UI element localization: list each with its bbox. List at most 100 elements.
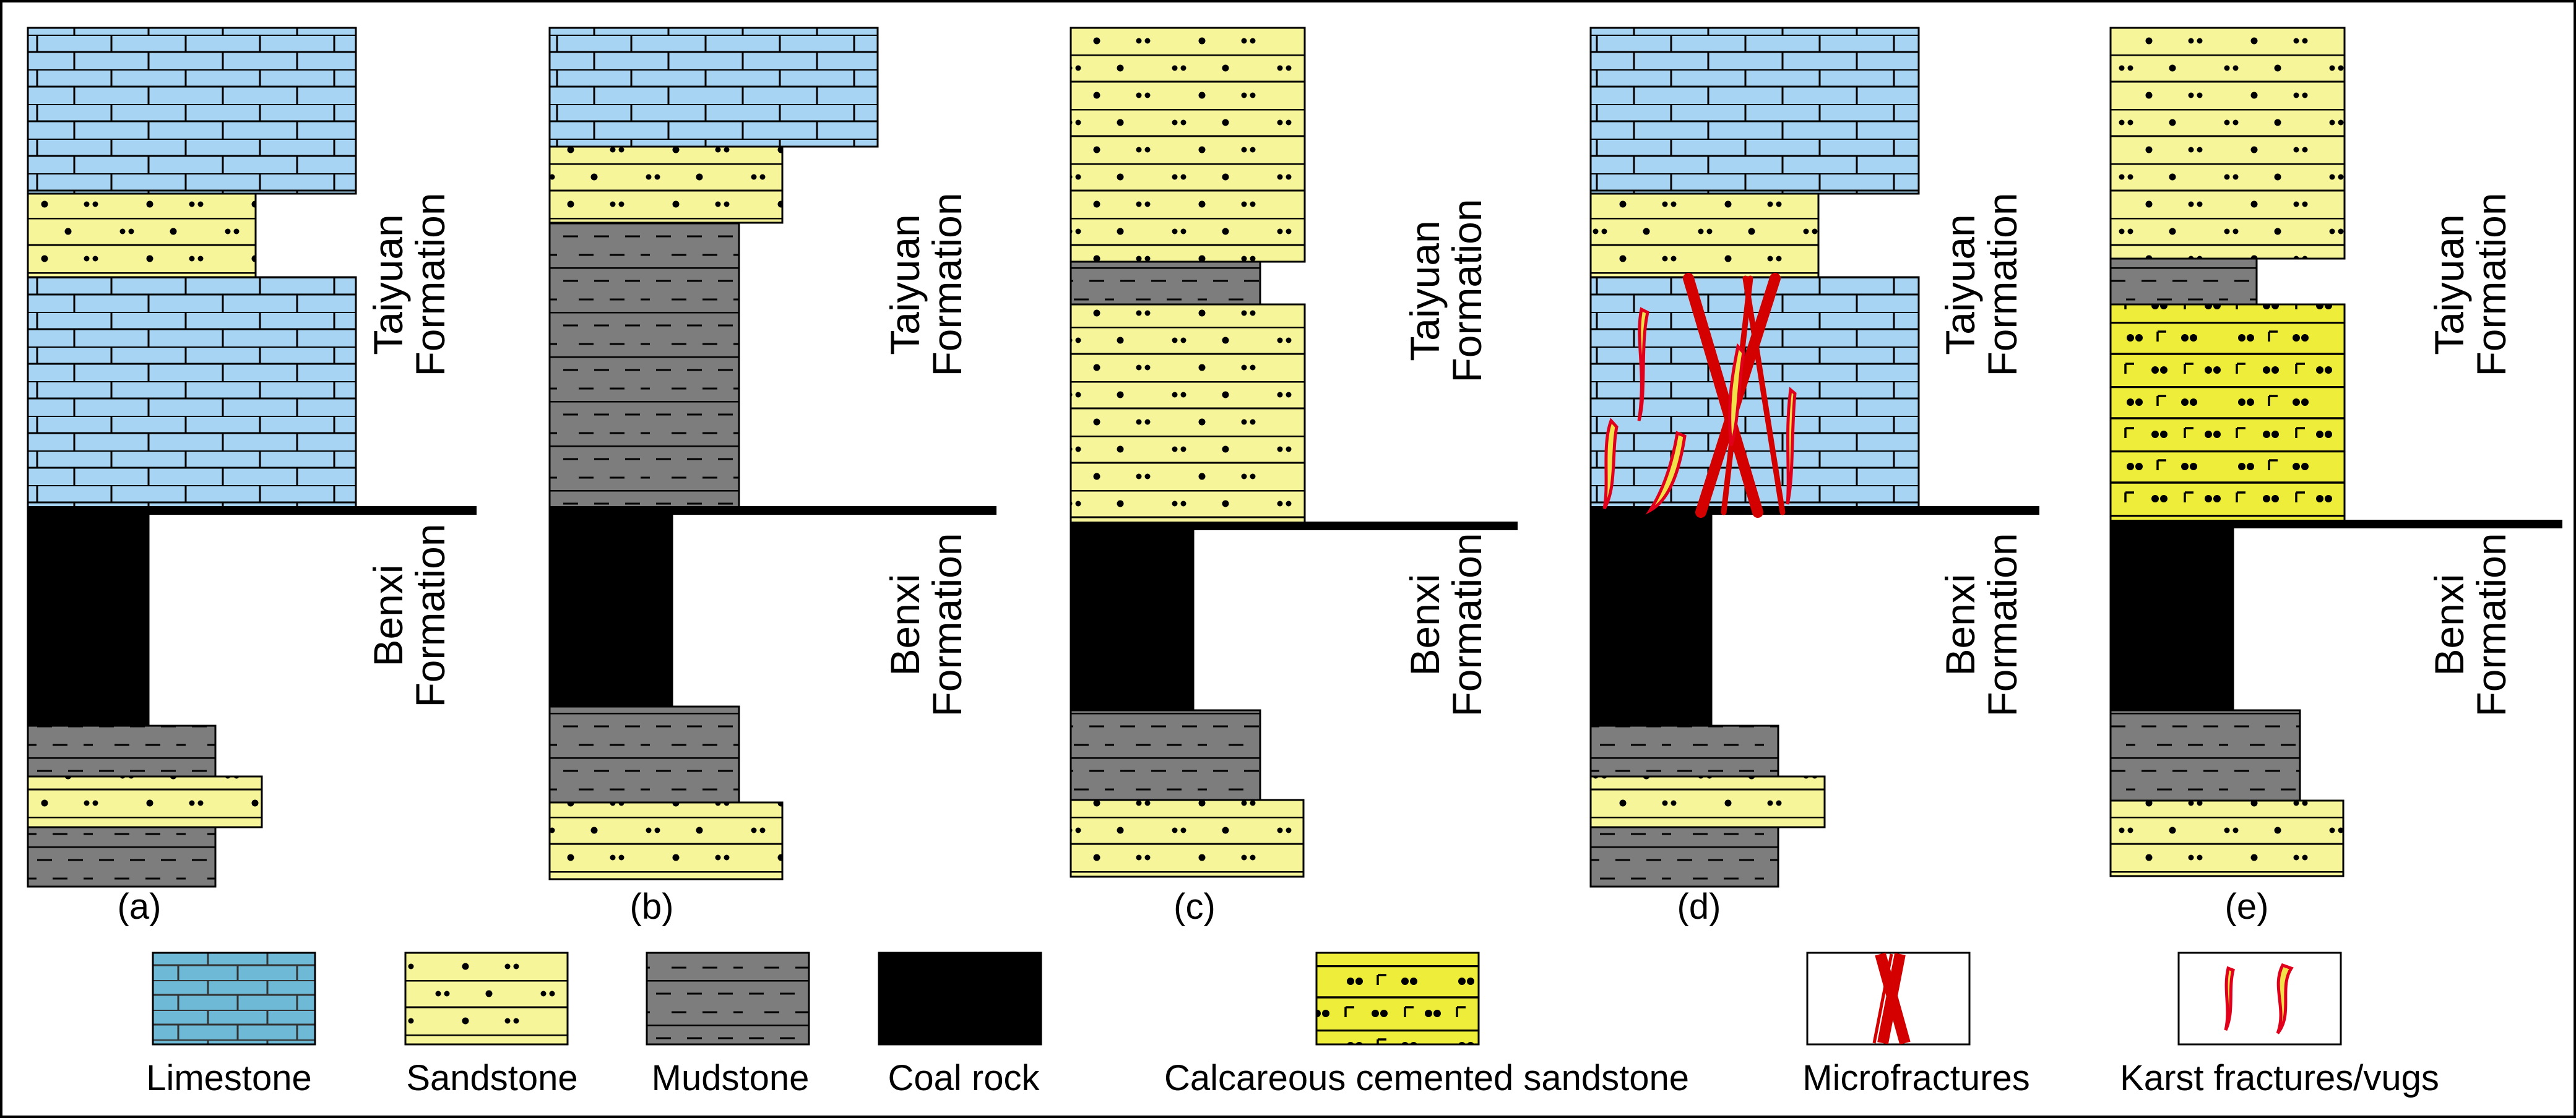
upper-formation-line: Taiyuan — [1937, 214, 1983, 355]
mudstone-layer — [548, 705, 740, 804]
legend-label: Microfractures — [1802, 1058, 2029, 1098]
sandstone-layer — [548, 801, 784, 880]
karst-vug — [1637, 307, 1649, 421]
legend-item: Microfractures — [1802, 952, 2030, 1098]
upper-formation-label: TaiyuanFormation — [1402, 199, 1490, 382]
coal-rock-layer — [1070, 523, 1195, 712]
upper-formation-line: Taiyuan — [2426, 214, 2472, 355]
karst-fractures-vugs-icon — [2177, 952, 2342, 1046]
sandstone-layer — [1070, 799, 1305, 878]
upper-formation-label: TaiyuanFormation — [1937, 192, 2025, 376]
upper-formation-label: TaiyuanFormation — [882, 192, 970, 376]
karst-vug — [1602, 418, 1619, 510]
mudstone-layer — [1070, 709, 1261, 801]
lower-formation-line: Benxi — [1402, 574, 1448, 676]
limestone-layer — [1589, 27, 1920, 195]
svg-text:TaiyuanFormation: TaiyuanFormation — [1937, 192, 2025, 376]
coal-rock-layer — [27, 507, 150, 727]
microfractures-icon — [1806, 952, 1971, 1046]
upper-formation-line: Formation — [407, 192, 453, 376]
svg-text:TaiyuanFormation: TaiyuanFormation — [365, 192, 453, 376]
upper-formation-label: TaiyuanFormation — [2426, 192, 2514, 376]
upper-formation-line: Formation — [924, 192, 970, 376]
mudstone-layer — [2109, 709, 2301, 802]
legend-item: Karst fractures/vugs — [2120, 952, 2439, 1098]
lower-formation-line: Formation — [1979, 533, 2025, 716]
lower-formation-line: Benxi — [1937, 574, 1983, 676]
mudstone-layer — [2109, 257, 2258, 306]
lower-formation-label: BenxiFormation — [1937, 533, 2025, 716]
legend-label: Coal rock — [888, 1058, 1040, 1098]
sandstone-layer — [1589, 775, 1826, 828]
lower-formation-line: Formation — [1444, 533, 1490, 716]
svg-text:BenxiFormation: BenxiFormation — [2426, 533, 2514, 716]
lower-formation-label: BenxiFormation — [2426, 533, 2514, 716]
upper-formation-line: Formation — [1979, 192, 2025, 376]
limestone-layer — [27, 27, 357, 195]
upper-formation-line: Taiyuan — [882, 214, 928, 355]
sandstone-icon — [404, 952, 569, 1046]
mudstone-layer — [1589, 826, 1779, 888]
karst-vug — [1728, 343, 1745, 446]
upper-formation-line: Taiyuan — [1402, 220, 1448, 361]
lower-formation-line: Benxi — [2426, 574, 2472, 676]
mudstone-layer — [1070, 260, 1261, 306]
coal-rock-layer — [548, 507, 673, 708]
calcareous-cemented-sandstone-icon — [1315, 952, 1480, 1046]
microfracture-line — [1742, 275, 1786, 515]
sandstone-layer — [2109, 27, 2346, 260]
panel-label: (e) — [2225, 887, 2269, 927]
svg-text:BenxiFormation: BenxiFormation — [365, 523, 453, 707]
legend-item: Sandstone — [404, 952, 578, 1098]
stratigraphic-columns: TaiyuanFormationBenxiFormation(a)Taiyuan… — [27, 27, 2562, 927]
svg-text:TaiyuanFormation: TaiyuanFormation — [882, 192, 970, 376]
lower-formation-line: Benxi — [882, 574, 928, 676]
sandstone-layer — [1070, 27, 1306, 263]
lower-formation-label: BenxiFormation — [1402, 533, 1490, 716]
upper-formation-label: TaiyuanFormation — [365, 192, 453, 376]
microfracture-line — [1683, 273, 1763, 518]
panel-label: (b) — [630, 887, 674, 927]
sandstone-layer — [1589, 192, 1820, 278]
lower-formation-line: Formation — [924, 533, 970, 716]
lower-formation-line: Formation — [407, 523, 453, 707]
svg-text:BenxiFormation: BenxiFormation — [1937, 533, 2025, 716]
lower-formation-label: BenxiFormation — [365, 523, 453, 707]
svg-text:BenxiFormation: BenxiFormation — [1402, 533, 1490, 716]
mudstone-layer — [27, 725, 217, 778]
coal-rock-layer — [1589, 507, 1713, 727]
legend-item: Calcareous cemented sandstone — [1164, 952, 1689, 1098]
karst-vug — [1786, 387, 1797, 505]
sandstone-layer — [548, 145, 784, 224]
limestone-icon — [152, 952, 316, 1046]
limestone-layer — [27, 276, 357, 509]
svg-text:TaiyuanFormation: TaiyuanFormation — [2426, 192, 2514, 376]
upper-formation-line: Taiyuan — [365, 214, 411, 355]
sandstone-layer — [27, 775, 263, 828]
legend-item: Mudstone — [646, 952, 810, 1098]
legend-label: Karst fractures/vugs — [2120, 1058, 2439, 1098]
karst-vug — [1645, 431, 1687, 515]
panel-label: (d) — [1677, 887, 1721, 927]
coal-rock-icon — [878, 952, 1042, 1046]
microfractures-overlay — [1602, 273, 1797, 518]
svg-text:BenxiFormation: BenxiFormation — [882, 533, 970, 716]
sandstone-layer — [27, 192, 257, 278]
panel-label: (c) — [1173, 887, 1216, 927]
legend-label: Calcareous cemented sandstone — [1164, 1058, 1689, 1098]
upper-formation-line: Formation — [2468, 192, 2514, 376]
mudstone-layer — [1589, 725, 1779, 778]
sandstone-layer — [1070, 303, 1306, 525]
legend-item: Limestone — [146, 952, 316, 1098]
legend-label: Sandstone — [406, 1058, 577, 1098]
svg-text:TaiyuanFormation: TaiyuanFormation — [1402, 199, 1490, 382]
coal-rock-layer — [2109, 523, 2234, 712]
mudstone-layer — [27, 826, 217, 888]
mudstone-icon — [646, 952, 810, 1046]
